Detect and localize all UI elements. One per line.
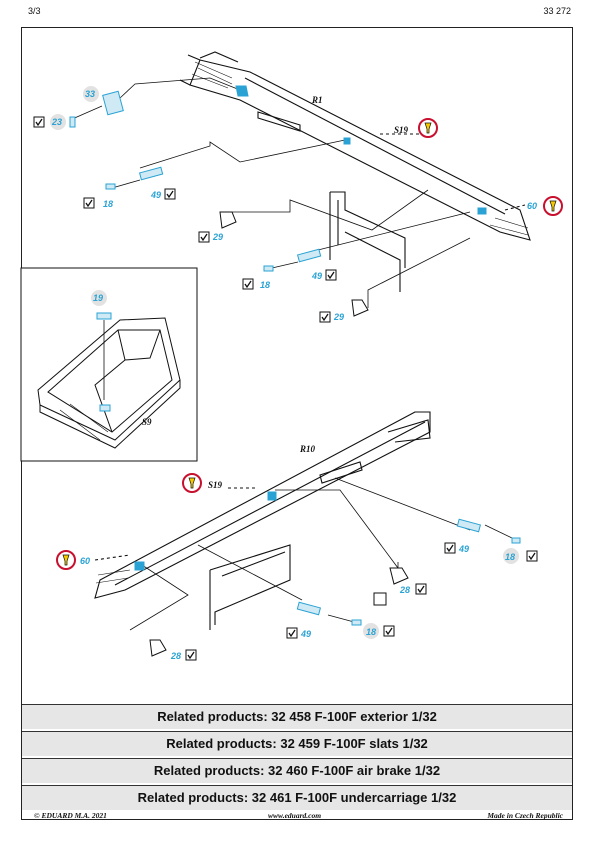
part-28-bottom-b: 28 (170, 651, 181, 661)
label-s19-bottom: S19 (208, 480, 223, 490)
related-product-4: Related products: 32 461 F-100F undercar… (22, 785, 572, 810)
part-60-bottom: 60 (80, 556, 90, 566)
warning-icon (543, 196, 563, 216)
part-33: 33 (85, 89, 95, 99)
check-icon (325, 269, 337, 281)
part-18-bottom-b: 18 (366, 627, 376, 637)
warning-icon (182, 473, 202, 493)
part-49-bottom-b: 49 (300, 629, 311, 639)
warning-icon (418, 118, 438, 138)
check-icon (185, 649, 197, 661)
part-29-top-b: 29 (333, 312, 344, 322)
check-icon (164, 188, 176, 200)
part-49-top-a: 49 (150, 190, 161, 200)
check-icon (319, 311, 331, 323)
top-blue-parts (69, 85, 487, 272)
copyright: © EDUARD M.A. 2021 (34, 811, 107, 820)
check-icon (33, 116, 45, 128)
inset-box (20, 267, 198, 462)
part-28-bottom-a: 28 (399, 585, 410, 595)
related-product-3: Related products: 32 460 F-100F air brak… (22, 758, 572, 783)
empty-checkbox (373, 592, 387, 606)
inset-blue-part (96, 312, 112, 320)
part-18-bottom-a: 18 (505, 552, 515, 562)
part-18-top-b: 18 (260, 280, 270, 290)
rail-label-r10: R10 (299, 444, 316, 454)
check-icon (444, 542, 456, 554)
check-icon (242, 278, 254, 290)
part-18-top-a: 18 (103, 199, 113, 209)
check-icon (83, 197, 95, 209)
part-49-top-b: 49 (311, 271, 322, 281)
part-60-top: 60 (527, 201, 537, 211)
check-icon (286, 627, 298, 639)
top-rail-assembly (69, 51, 531, 308)
check-icon (198, 231, 210, 243)
origin-note: Made in Czech Republic (487, 811, 563, 820)
check-icon (415, 583, 427, 595)
seat-inset (37, 317, 181, 449)
page-number: 3/3 (28, 6, 41, 16)
check-icon (526, 550, 538, 562)
part-19: 19 (93, 293, 103, 303)
bottom-rail-assembly (94, 411, 513, 631)
related-product-2: Related products: 32 459 F-100F slats 1/… (22, 731, 572, 756)
rail-label-r1: R1 (311, 95, 323, 105)
part-23: 23 (51, 117, 62, 127)
part-49-bottom-a: 49 (458, 544, 469, 554)
related-product-1: Related products: 32 458 F-100F exterior… (22, 704, 572, 729)
website-link[interactable]: www.eduard.com (268, 811, 322, 820)
part-29-top-a: 29 (212, 232, 223, 242)
warning-icon (56, 550, 76, 570)
label-s19-top: S19 (394, 125, 409, 135)
label-s9: S9 (142, 417, 152, 427)
product-code: 33 272 (543, 6, 571, 16)
check-icon (383, 625, 395, 637)
